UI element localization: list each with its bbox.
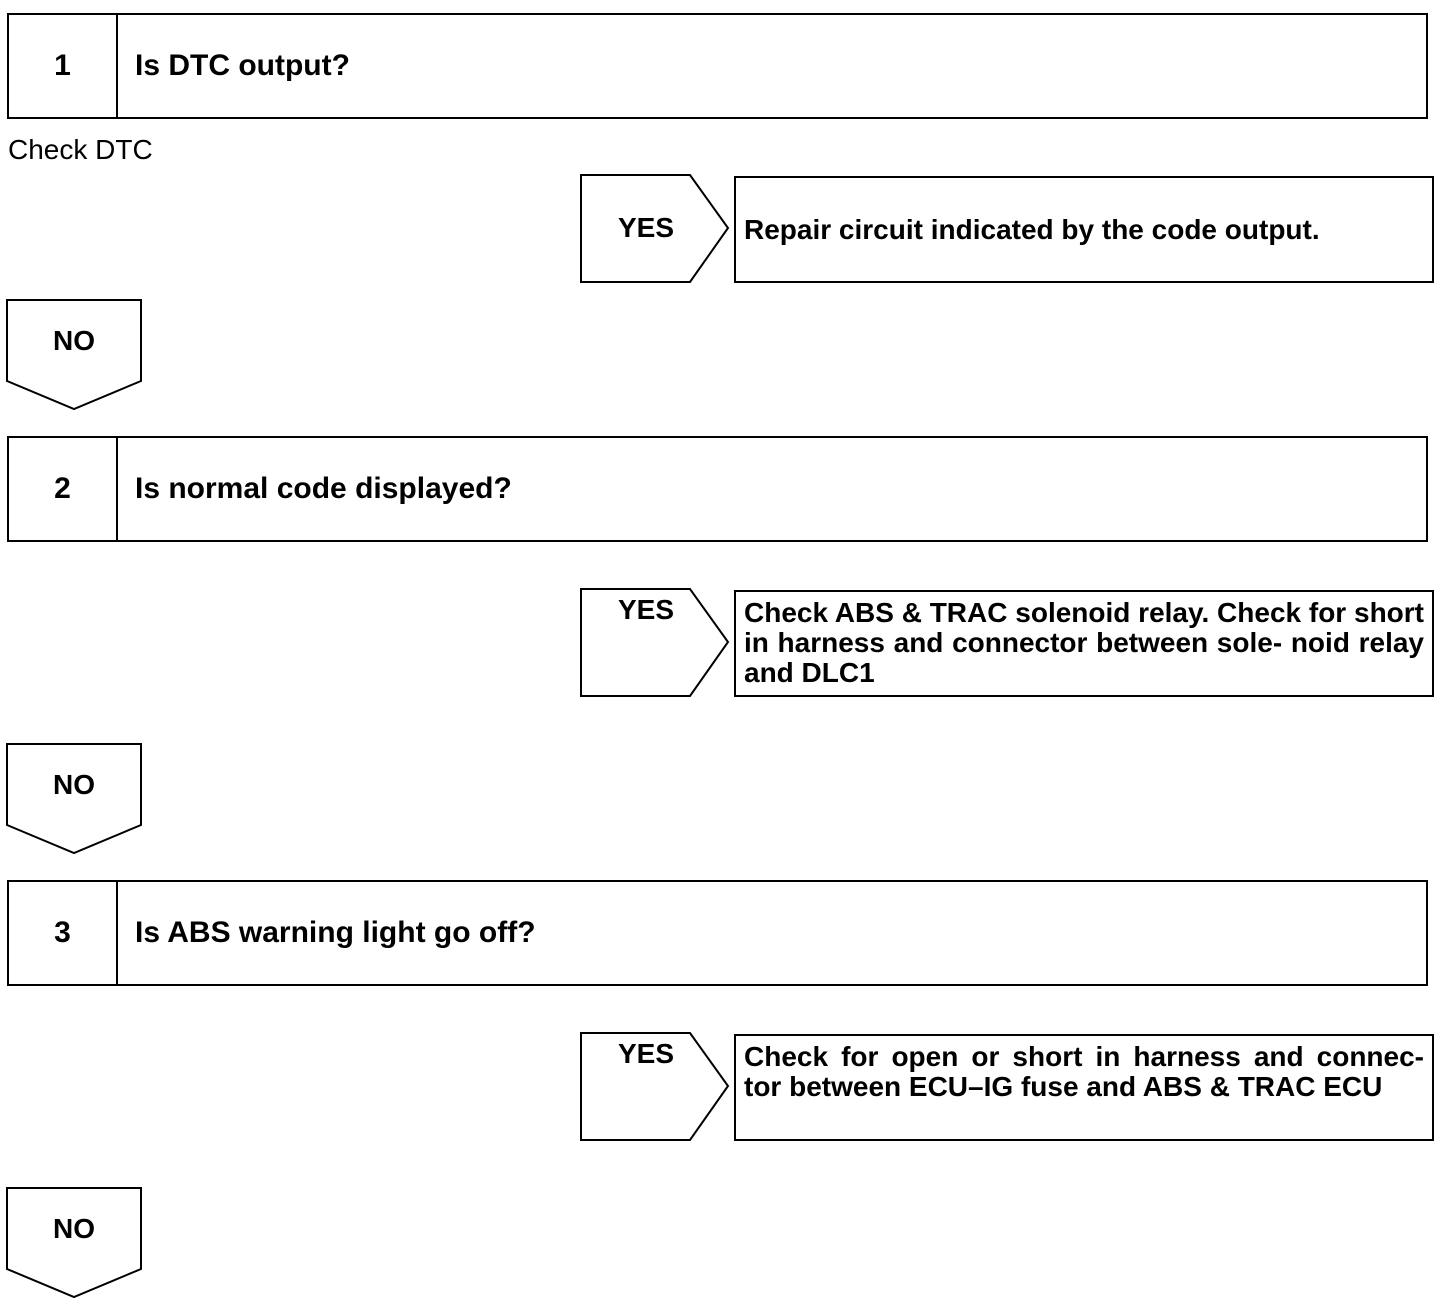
step-3-yes-label: YES xyxy=(617,1038,675,1069)
step-2-no-arrow: NO xyxy=(6,743,144,855)
step-1-yes-label: YES xyxy=(617,212,675,243)
yes-arrow-shape xyxy=(580,1032,730,1141)
step-3-number: 3 xyxy=(9,882,118,984)
step-2-no-label: NO xyxy=(53,769,95,800)
no-arrow-shape xyxy=(6,743,142,855)
yes-arrow-shape xyxy=(580,588,730,697)
step-1-box: 1 Is DTC output? xyxy=(7,13,1428,119)
step-3-yes-action-text: Check for open or short in harness and c… xyxy=(744,1041,1424,1102)
step-2-question: Is normal code displayed? xyxy=(135,472,512,505)
step-2-yes-action: Check ABS & TRAC solenoid relay. Check f… xyxy=(734,590,1434,697)
step-1-yes-action: Repair circuit indicated by the code out… xyxy=(734,176,1434,283)
step-1-yes-action-text: Repair circuit indicated by the code out… xyxy=(744,213,1320,245)
step-2-box: 2 Is normal code displayed? xyxy=(7,436,1428,542)
step-3-yes-action: Check for open or short in harness and c… xyxy=(734,1034,1434,1141)
step-1-no-label: NO xyxy=(53,325,95,356)
step-1-yes-arrow: YES xyxy=(580,174,730,284)
step-1-note: Check DTC xyxy=(8,134,153,165)
step-3-question: Is ABS warning light go off? xyxy=(135,916,536,949)
step-1-no-arrow: NO xyxy=(6,299,144,411)
step-3-no-label: NO xyxy=(53,1213,95,1244)
step-2-yes-action-text: Check ABS & TRAC solenoid relay. Check f… xyxy=(744,597,1424,688)
step-2-number: 2 xyxy=(9,438,118,540)
step-2-yes-label: YES xyxy=(617,594,675,625)
no-arrow-shape xyxy=(6,1187,142,1299)
step-1-number: 1 xyxy=(9,15,118,117)
no-arrow-shape xyxy=(6,299,142,411)
step-3-yes-arrow: YES xyxy=(580,1032,730,1142)
step-2-yes-arrow: YES xyxy=(580,588,730,698)
step-3-no-arrow: NO xyxy=(6,1187,144,1299)
step-1-question: Is DTC output? xyxy=(135,49,350,82)
yes-arrow-shape xyxy=(580,174,730,283)
step-3-box: 3 Is ABS warning light go off? xyxy=(7,880,1428,986)
